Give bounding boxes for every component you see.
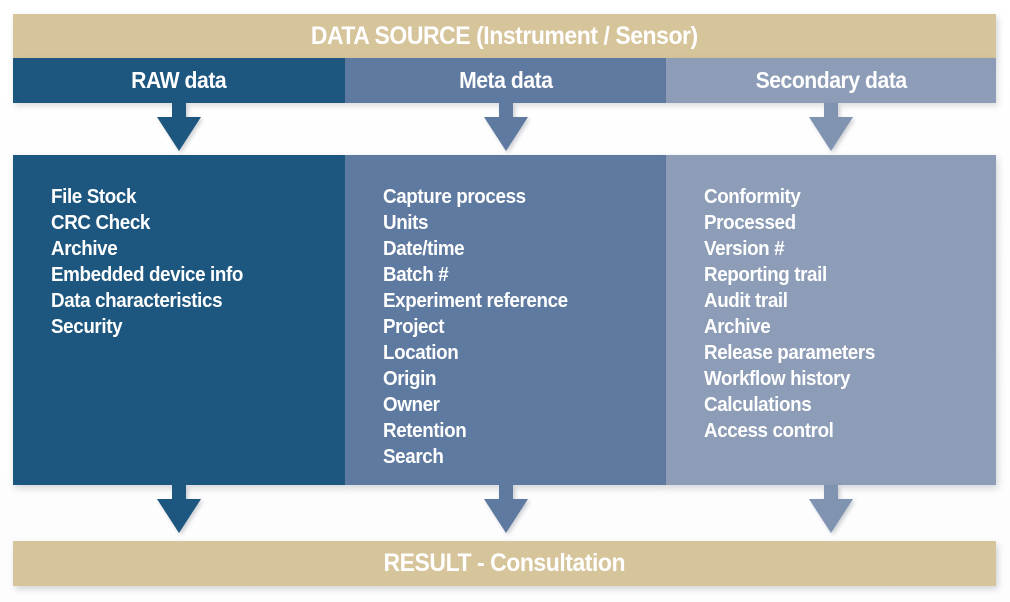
list-item: Experiment reference (383, 290, 568, 312)
list-item: Security (51, 316, 123, 338)
list-item: Embedded device info (51, 264, 244, 286)
data-source-bar: DATA SOURCE (Instrument / Sensor) (13, 14, 996, 58)
list-item: Version # (704, 238, 785, 260)
data-source-label: DATA SOURCE (Instrument / Sensor) (311, 21, 698, 50)
column-header-raw-data: RAW data (13, 58, 345, 103)
list-item: Origin (383, 368, 437, 390)
list-item: Calculations (704, 394, 812, 416)
secondary-data-box: Conformity Processed Version # Reporting… (666, 155, 996, 485)
list-item: Reporting trail (704, 264, 827, 286)
down-arrow-icon (484, 485, 528, 533)
list-item: Access control (704, 420, 834, 442)
down-arrow-icon (157, 103, 201, 151)
list-item: Owner (383, 394, 440, 416)
list-item: Batch # (383, 264, 449, 286)
list-item: Archive (704, 316, 771, 338)
list-item: CRC Check (51, 212, 151, 234)
list-item: Conformity (704, 186, 801, 208)
list-item: Units (383, 212, 429, 234)
secondary-data-list: Conformity Processed Version # Reporting… (666, 155, 996, 444)
list-item: Retention (383, 420, 467, 442)
raw-data-box: File Stock CRC Check Archive Embedded de… (13, 155, 345, 485)
meta-data-box: Capture process Units Date/time Batch # … (345, 155, 666, 485)
list-item: Workflow history (704, 368, 851, 390)
raw-data-list: File Stock CRC Check Archive Embedded de… (13, 155, 345, 340)
down-arrow-icon (157, 485, 201, 533)
down-arrow-icon (809, 103, 853, 151)
list-item: Search (383, 446, 444, 468)
list-item: Location (383, 342, 459, 364)
list-item: Release parameters (704, 342, 875, 364)
list-item: Archive (51, 238, 118, 260)
secondary-data-header-label: Secondary data (755, 67, 907, 93)
down-arrow-icon (809, 485, 853, 533)
meta-data-list: Capture process Units Date/time Batch # … (345, 155, 666, 470)
list-item: Processed (704, 212, 796, 234)
list-item: Project (383, 316, 445, 338)
meta-data-header-label: Meta data (458, 67, 553, 93)
column-header-meta-data: Meta data (345, 58, 666, 103)
list-item: Audit trail (704, 290, 788, 312)
result-bar: RESULT - Consultation (13, 541, 996, 586)
list-item: Capture process (383, 186, 526, 208)
down-arrow-icon (484, 103, 528, 151)
list-item: Date/time (383, 238, 465, 260)
list-item: Data characteristics (51, 290, 223, 312)
list-item: File Stock (51, 186, 137, 208)
column-header-secondary-data: Secondary data (666, 58, 996, 103)
result-label: RESULT - Consultation (383, 549, 626, 577)
raw-data-header-label: RAW data (131, 67, 227, 93)
